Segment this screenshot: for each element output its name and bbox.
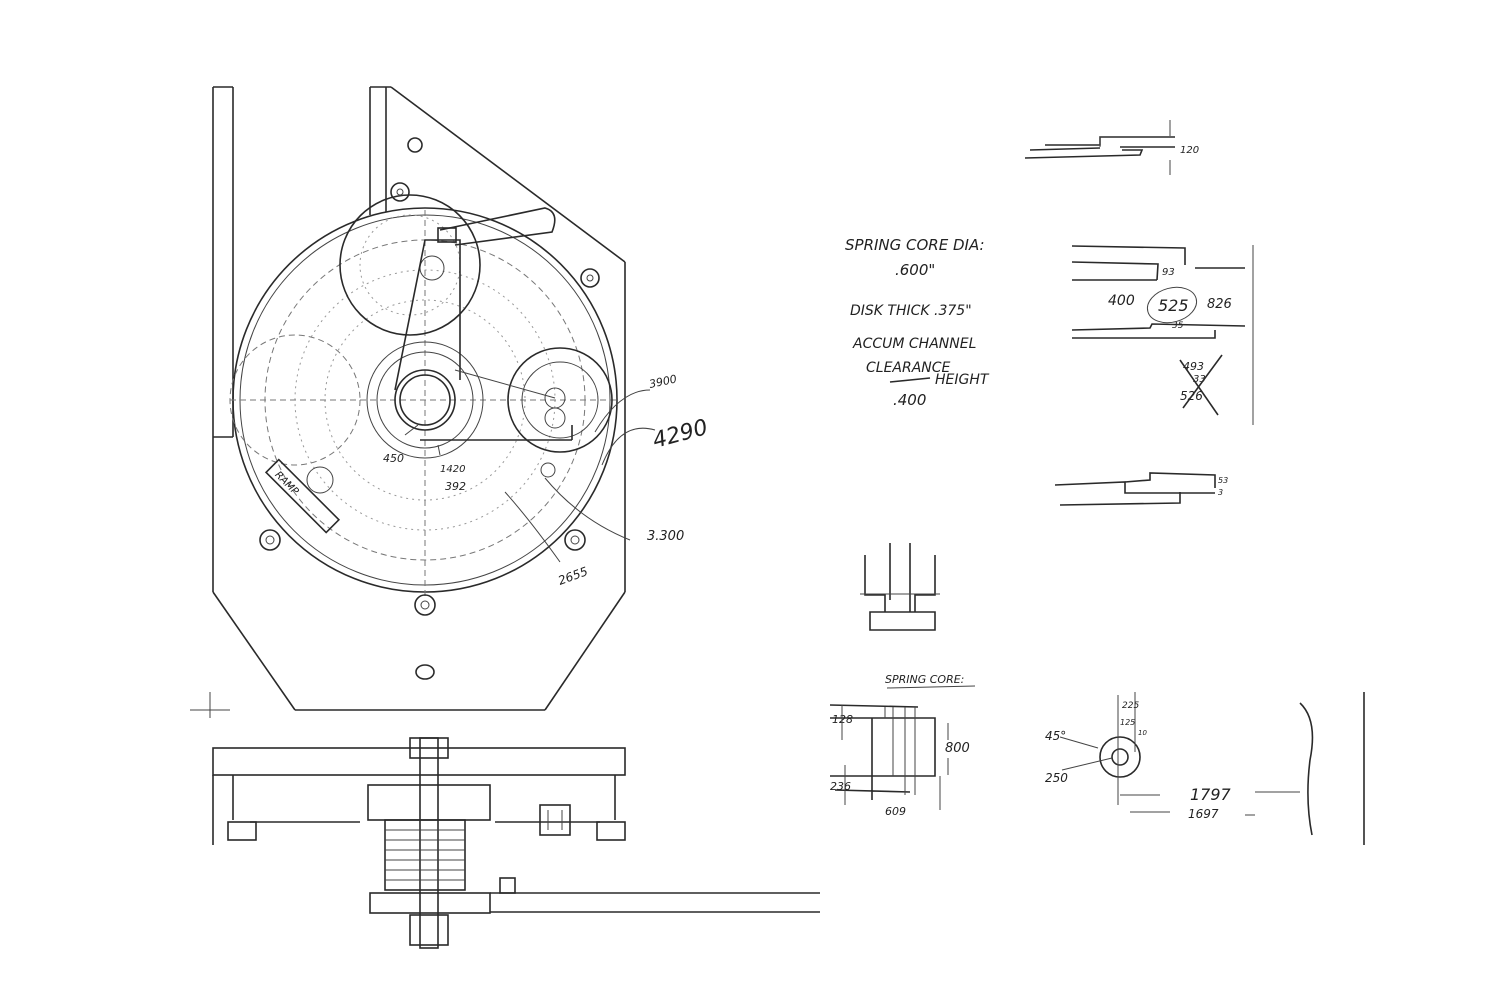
svg-text:SPRING CORE DIA:: SPRING CORE DIA:	[845, 236, 985, 254]
svg-text:93: 93	[1162, 267, 1175, 278]
svg-text:ACCUM CHANNEL: ACCUM CHANNEL	[852, 336, 976, 352]
svg-text:1797: 1797	[1190, 785, 1232, 804]
svg-text:392: 392	[445, 480, 466, 493]
svg-text:35: 35	[1172, 321, 1184, 331]
svg-text:53: 53	[1218, 476, 1228, 485]
svg-text:.400: .400	[893, 391, 926, 409]
belt-arm	[394, 207, 556, 399]
side-view	[212, 737, 820, 949]
pin-detail: 225 125 10 45° 250 1797 1697	[1045, 692, 1365, 845]
svg-text:493: 493	[1183, 360, 1204, 373]
mounting-holes	[259, 137, 600, 680]
left-idler	[229, 334, 361, 494]
spring-core-detail: SPRING CORE: 128 800 236 609	[829, 673, 976, 818]
housing-outline	[190, 86, 626, 718]
svg-text:45°: 45°	[1045, 729, 1066, 743]
svg-text:10: 10	[1138, 729, 1147, 737]
svg-text:1420: 1420	[440, 464, 465, 475]
hub	[366, 341, 484, 459]
svg-text:3.300: 3.300	[647, 529, 684, 544]
detail-top: 120	[1024, 120, 1199, 175]
svg-text:826: 826	[1207, 297, 1232, 312]
svg-text:609: 609	[885, 805, 906, 818]
notes: SPRING CORE DIA: .600" DISK THICK .375" …	[845, 236, 990, 409]
svg-text:3900: 3900	[648, 372, 678, 391]
svg-text:2655: 2655	[556, 564, 589, 588]
svg-text:1697: 1697	[1188, 807, 1219, 821]
svg-text:800: 800	[945, 741, 970, 756]
svg-text:125: 125	[1120, 718, 1135, 727]
detail-hub-section	[860, 543, 940, 631]
svg-text:HEIGHT: HEIGHT	[935, 372, 990, 388]
svg-text:.600": .600"	[895, 261, 935, 279]
leader-lines	[404, 389, 656, 563]
svg-text:236: 236	[830, 780, 851, 793]
svg-text:4290: 4290	[650, 415, 711, 454]
main-disk	[230, 207, 620, 600]
svg-text:450: 450	[383, 452, 404, 465]
svg-text:SPRING CORE:: SPRING CORE:	[885, 673, 964, 686]
detail-channel: 93 400 525 826 35 493 33 526	[1071, 245, 1254, 425]
right-gear	[420, 347, 613, 453]
svg-text:DISK THICK .375": DISK THICK .375"	[850, 303, 972, 319]
svg-text:225: 225	[1122, 701, 1139, 711]
svg-text:3: 3	[1218, 488, 1223, 497]
svg-text:250: 250	[1045, 771, 1068, 785]
detail-step: 53 3	[1054, 472, 1228, 506]
svg-text:CLEARANCE: CLEARANCE	[866, 360, 951, 376]
svg-text:525: 525	[1158, 296, 1189, 315]
svg-text:120: 120	[1180, 145, 1199, 156]
svg-text:33: 33	[1193, 374, 1206, 385]
svg-text:400: 400	[1108, 293, 1135, 309]
